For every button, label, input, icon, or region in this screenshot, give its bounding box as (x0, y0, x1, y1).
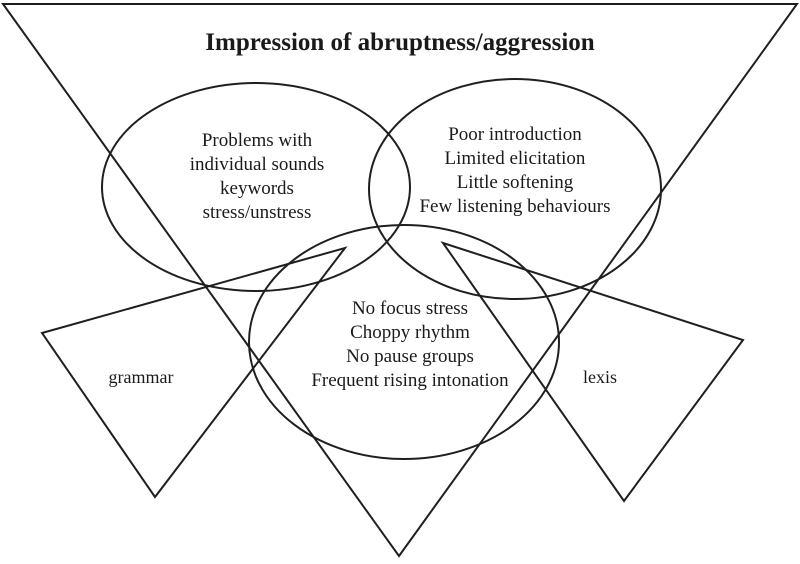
lexis-triangle (440, 241, 745, 503)
discourse-label: Poor introduction Limited elicitation Li… (410, 123, 620, 219)
pronunciation-line-3: keywords (220, 178, 294, 199)
pronunciation-line-2: individual sounds (189, 154, 325, 175)
grammar-triangle (40, 246, 348, 499)
grammar-label: grammar (108, 367, 174, 387)
prosody-line-4: Frequent rising intonation (311, 370, 509, 391)
discourse-line-4: Few listening behaviours (419, 196, 611, 217)
discourse-line-1: Poor introduction (448, 124, 582, 145)
pronunciation-line-1: Problems with (201, 130, 313, 151)
pronunciation-label: Problems with individual sounds keywords… (172, 129, 342, 225)
prosody-ellipse (248, 224, 560, 460)
discourse-line-2: Limited elicitation (444, 148, 586, 169)
pronunciation-ellipse (101, 82, 411, 292)
prosody-line-2: Choppy rhythm (350, 322, 470, 343)
prosody-label: No focus stress Choppy rhythm No pause g… (290, 297, 530, 393)
discourse-line-3: Little softening (456, 172, 574, 193)
outer-triangle (1, 3, 799, 558)
prosody-line-3: No pause groups (346, 346, 474, 367)
diagram-title: Impression of abruptness/aggression (205, 29, 595, 56)
prosody-line-1: No focus stress (351, 298, 469, 319)
lexis-label: lexis (583, 367, 617, 387)
discourse-ellipse (368, 78, 662, 300)
pronunciation-line-4: stress/unstress (202, 202, 312, 223)
